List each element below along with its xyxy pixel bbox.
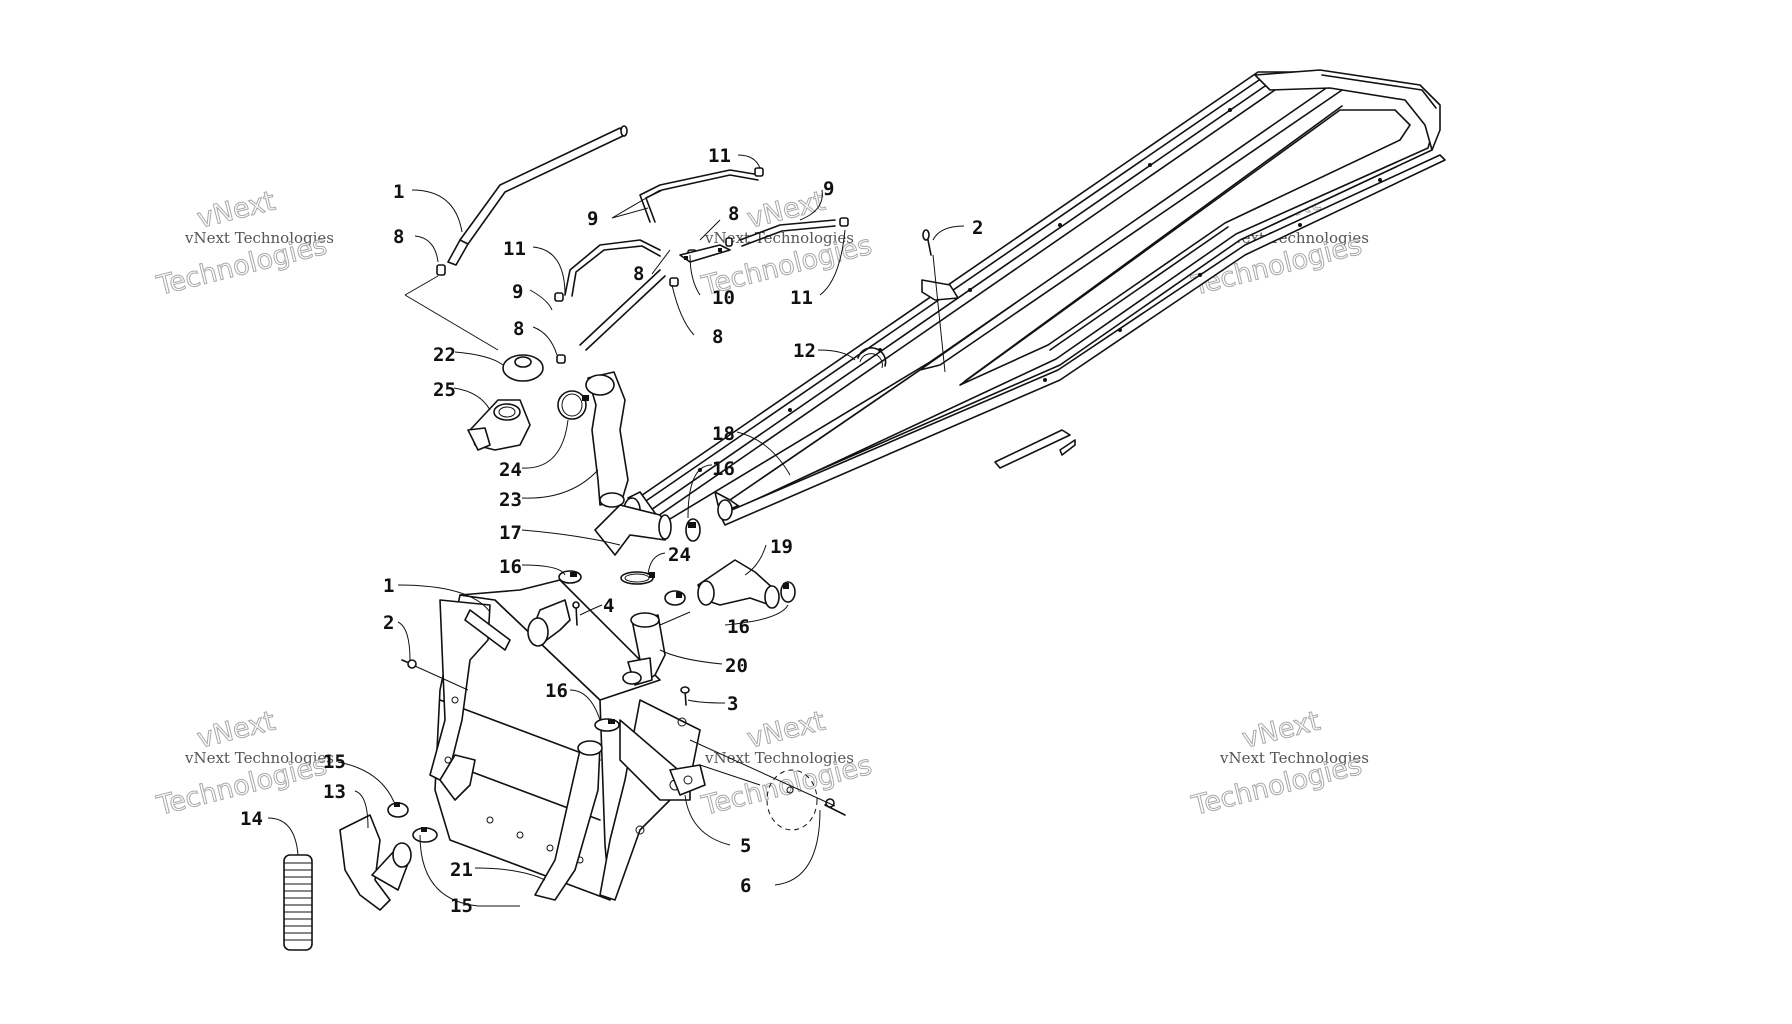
watermark-bottom-left: vNext vNext Technologies Technologies xyxy=(153,705,334,822)
callout-17: 17 xyxy=(499,522,522,544)
thermostat-housing xyxy=(622,612,666,686)
callout-23: 23 xyxy=(499,489,522,511)
hose-13 xyxy=(339,814,412,911)
sensor-5 xyxy=(669,764,706,796)
leader-lines xyxy=(267,154,965,907)
callout-10: 10 xyxy=(712,287,735,309)
callout-9: 9 xyxy=(823,178,834,200)
callout-11: 11 xyxy=(790,287,813,309)
clamp-16-d xyxy=(780,581,796,603)
callout-8: 8 xyxy=(712,326,723,348)
callout-15: 15 xyxy=(450,895,473,917)
radiator-inlet-elbow-opening xyxy=(527,617,549,647)
filler-neck-25 xyxy=(467,399,531,451)
callout-6: 6 xyxy=(740,875,751,897)
watermark-small-text: vNext Technologies xyxy=(704,229,854,247)
watermark-bottom-center: vNext vNext Technologies Technologies xyxy=(698,705,876,822)
overflow-hose-7 xyxy=(447,125,628,266)
callout-12: 12 xyxy=(793,340,816,362)
clamp-12 xyxy=(857,347,887,369)
callout-1: 1 xyxy=(383,575,394,597)
watermark-corner-text: vNext xyxy=(194,186,278,235)
hose-21 xyxy=(534,740,603,901)
screw-2-left xyxy=(401,659,417,669)
callout-7: 1 xyxy=(393,181,404,203)
watermark-small-text: vNext Technologies xyxy=(184,749,334,767)
callout-18: 18 xyxy=(712,423,735,445)
callout-25: 25 xyxy=(433,379,456,401)
clamp-15-b xyxy=(412,827,438,843)
watermark-top-left: vNext vNext Technologies Technologies xyxy=(153,185,334,302)
screw-4 xyxy=(572,601,580,626)
watermark-bottom-right: vNext vNext Technologies Technologies xyxy=(1188,705,1369,822)
callout-19: 19 xyxy=(770,536,793,558)
callout-8: 8 xyxy=(513,318,524,340)
callout-11: 11 xyxy=(708,145,731,167)
bleed-hose-9-d xyxy=(739,219,836,247)
tunnel-cooler-frame xyxy=(623,69,1446,526)
callout-16: 16 xyxy=(499,556,522,578)
clamp-16-c xyxy=(664,590,686,606)
clamp-24-b xyxy=(620,571,655,585)
clamp-16-a xyxy=(685,518,701,542)
bleed-hose-9-c xyxy=(579,269,666,351)
callout-21: 21 xyxy=(450,859,473,881)
clamp-16-e xyxy=(594,718,620,732)
callout-8: 8 xyxy=(633,263,644,285)
hose-19 xyxy=(697,559,780,609)
callout-22: 22 xyxy=(433,344,456,366)
radiator-assembly xyxy=(429,579,701,901)
watermark-corner-text: vNext xyxy=(1239,706,1323,755)
clamp-16-b xyxy=(558,570,582,584)
callout-11: 11 xyxy=(503,238,526,260)
bleed-hose-9-b xyxy=(564,239,661,297)
watermark-corner-text: vNext xyxy=(194,706,278,755)
hose-14-corrugated xyxy=(283,854,313,951)
callout-9: 9 xyxy=(512,281,523,303)
callout-4: 4 xyxy=(603,595,614,617)
callout-8: 8 xyxy=(728,203,739,225)
callout-16: 16 xyxy=(727,616,750,638)
watermark-small-text: vNext Technologies xyxy=(1219,749,1369,767)
screw-3 xyxy=(680,686,690,706)
callout-24: 24 xyxy=(668,544,691,566)
callout-13: 13 xyxy=(323,781,346,803)
clamp-24-a xyxy=(557,390,589,420)
callout-2: 2 xyxy=(972,217,983,239)
callout-15: 15 xyxy=(323,751,346,773)
callout-20: 20 xyxy=(725,655,748,677)
hose-23 xyxy=(585,371,629,508)
callout-5: 5 xyxy=(740,835,751,857)
fittings-cluster xyxy=(436,167,849,364)
watermark-corner-text: vNext xyxy=(744,706,828,755)
hose-17 xyxy=(594,504,672,556)
screw-2-top xyxy=(922,229,932,256)
watermark-small-text: vNext Technologies xyxy=(704,749,854,767)
washer-2-top xyxy=(921,279,959,301)
callout-2: 2 xyxy=(383,612,394,634)
callout-8: 8 xyxy=(393,226,404,248)
clamp-15-a xyxy=(387,802,409,818)
callout-labels: 1 8 11 9 8 9 11 8 9 10 11 8 8 2 12 22 25… xyxy=(240,145,983,917)
callout-9: 9 xyxy=(587,208,598,230)
filler-cap-22 xyxy=(502,354,544,382)
callout-3: 3 xyxy=(727,693,738,715)
callout-16: 16 xyxy=(545,680,568,702)
bleed-hose-9-a xyxy=(639,169,761,223)
radiator-lower-inlet xyxy=(439,754,476,801)
callout-16: 16 xyxy=(712,458,735,480)
watermark-top-center: vNext vNext Technologies Technologies xyxy=(698,185,876,302)
callout-24: 24 xyxy=(499,459,522,481)
callout-14: 14 xyxy=(240,808,263,830)
watermark-small-text: vNext Technologies xyxy=(184,229,334,247)
gasket-6 xyxy=(766,769,846,831)
